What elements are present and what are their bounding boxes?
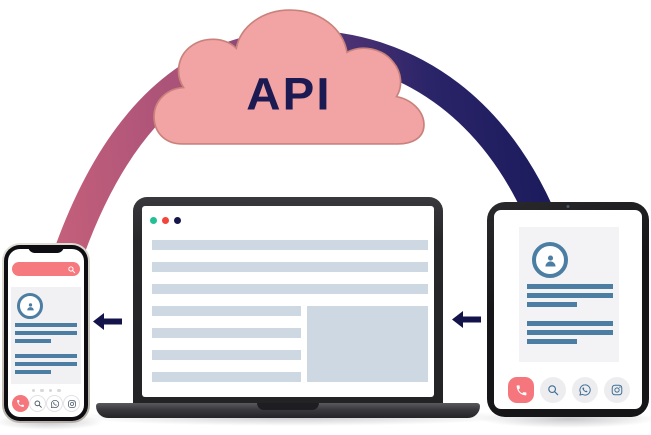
page-dot [48, 388, 52, 392]
wireframe-line [152, 284, 428, 294]
phone-notch [28, 245, 64, 253]
search-icon [29, 395, 46, 412]
laptop-device [96, 196, 480, 420]
traffic-light-red-icon [162, 217, 169, 224]
wireframe-line [15, 354, 77, 358]
wireframe-text-column [152, 306, 301, 382]
wireframe-text-group [15, 354, 77, 374]
phone-screen [8, 249, 84, 417]
wireframe-line [15, 362, 77, 366]
wireframe-line [152, 372, 301, 382]
user-avatar-icon [17, 293, 43, 319]
instagram-icon [604, 377, 630, 403]
wireframe-line [152, 350, 301, 360]
cloud-shape [153, 9, 425, 145]
profile-card [11, 287, 81, 384]
user-avatar-icon [532, 242, 568, 278]
wireframe-line [152, 328, 301, 338]
wireframe-line [527, 339, 577, 344]
page-dot [57, 388, 61, 392]
phone-icon [12, 395, 29, 412]
laptop-screen-frame [133, 197, 443, 404]
whatsapp-icon [572, 377, 598, 403]
tablet-screen [494, 210, 642, 409]
wireframe-text-group [527, 321, 613, 344]
whatsapp-icon [46, 395, 63, 412]
profile-card [519, 227, 619, 362]
wireframe-line [527, 293, 613, 298]
search-bar [12, 262, 80, 276]
instagram-icon [63, 395, 80, 412]
tablet-nav-bar [508, 377, 630, 403]
wireframe-line [152, 262, 428, 272]
phone-nav-bar [12, 395, 80, 412]
wireframe-columns [152, 306, 428, 382]
laptop-wireframe-content [152, 240, 428, 382]
search-icon [540, 377, 566, 403]
left-arrow-icon [452, 311, 481, 328]
laptop-base [96, 403, 480, 418]
search-icon [68, 265, 76, 273]
page-indicator-dots [8, 388, 84, 392]
wireframe-line [152, 306, 301, 316]
tablet-device [487, 202, 649, 417]
traffic-light-navy-icon [174, 217, 181, 224]
wireframe-line [527, 321, 613, 326]
phone-icon [508, 377, 534, 403]
wireframe-image-block [307, 306, 428, 382]
left-arrow-icon [93, 313, 122, 330]
wireframe-line [527, 284, 613, 289]
api-label: API [246, 69, 331, 120]
wireframe-line [15, 339, 51, 343]
wireframe-line [527, 302, 577, 307]
wireframe-line [15, 370, 51, 374]
wireframe-line [527, 330, 613, 335]
page-dot [31, 388, 35, 392]
wireframe-line [152, 240, 428, 250]
phone-device [2, 243, 90, 423]
laptop-base-notch [257, 403, 319, 410]
browser-traffic-lights [150, 217, 181, 224]
phone-bezel [4, 245, 88, 421]
api-cloud: API [153, 5, 425, 147]
camera-icon [566, 205, 570, 208]
wireframe-text-group [15, 323, 77, 343]
page-dot [40, 388, 44, 392]
laptop-display [142, 206, 434, 397]
wireframe-line [15, 331, 77, 335]
wireframe-line [15, 323, 77, 327]
tablet-wireframe-content [527, 284, 613, 344]
traffic-light-green-icon [150, 217, 157, 224]
wireframe-text-group [527, 284, 613, 307]
